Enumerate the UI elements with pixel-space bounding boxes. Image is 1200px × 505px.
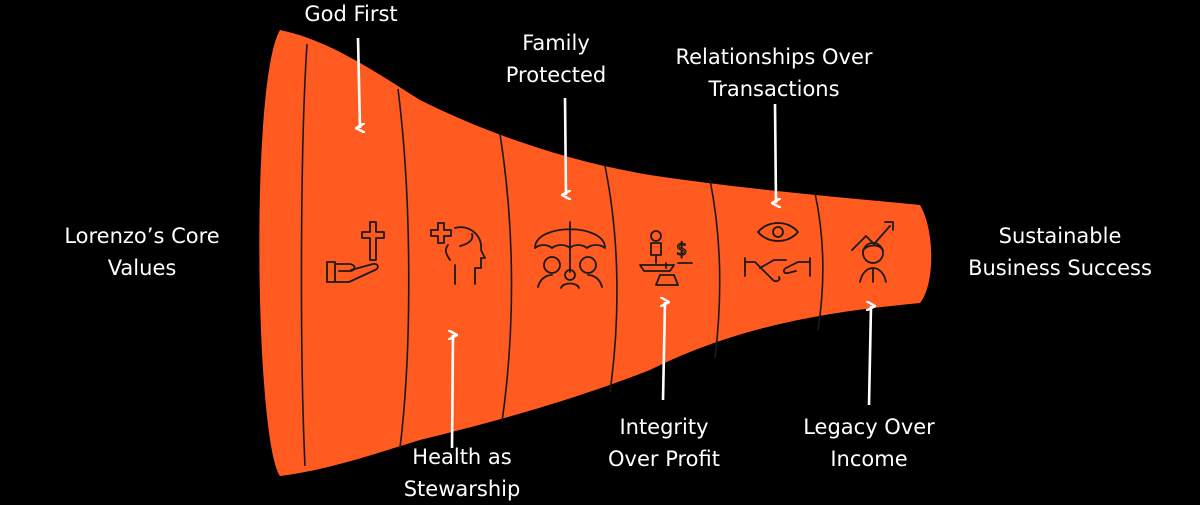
scale-person-dollar-icon: $ [639, 230, 693, 286]
left-label: Lorenzo’s Core Values [64, 220, 219, 284]
arrow-god-first [358, 37, 360, 128]
label-line: Legacy Over [803, 415, 935, 439]
funnel-body [259, 30, 932, 476]
right-label-line: Business Success [968, 256, 1152, 280]
family-umbrella-icon [534, 221, 606, 289]
label-relationships: Relationships Over Transactions [675, 41, 872, 105]
label-integrity: Integrity Over Profit [608, 411, 720, 475]
arrows [358, 37, 871, 449]
label-line: Income [830, 447, 908, 471]
right-label: Sustainable Business Success [968, 220, 1152, 284]
label-line: Integrity [619, 415, 709, 439]
label-god-first: God First [304, 0, 397, 30]
svg-text:$: $ [676, 239, 687, 260]
label-health: Health as Stewarship [404, 441, 521, 505]
left-label-line: Values [107, 256, 177, 280]
label-legacy: Legacy Over Income [803, 411, 935, 475]
arrow-integrity [663, 302, 665, 401]
right-label-line: Sustainable [998, 224, 1122, 248]
label-line: Protected [505, 63, 607, 87]
person-growth-icon [851, 221, 894, 283]
label-line: God First [304, 2, 398, 26]
label-line: Stewarship [403, 477, 521, 501]
label-line: Health as [412, 445, 512, 469]
arrow-health [452, 335, 453, 449]
head-cross-icon [430, 222, 486, 285]
funnel-dividers [300, 43, 824, 467]
arrow-family [565, 97, 566, 195]
label-line: Transactions [708, 77, 840, 101]
label-family: Family Protected [506, 27, 607, 91]
label-line: Over Profit [608, 447, 720, 471]
left-label-line: Lorenzo’s Core [64, 224, 220, 248]
hand-cross-icon [326, 221, 385, 283]
label-line: Relationships Over [675, 45, 873, 69]
label-line: Family [522, 31, 590, 55]
arrow-relationships [775, 103, 776, 203]
arrow-legacy [869, 306, 871, 406]
eye-handshake-icon [744, 222, 811, 283]
